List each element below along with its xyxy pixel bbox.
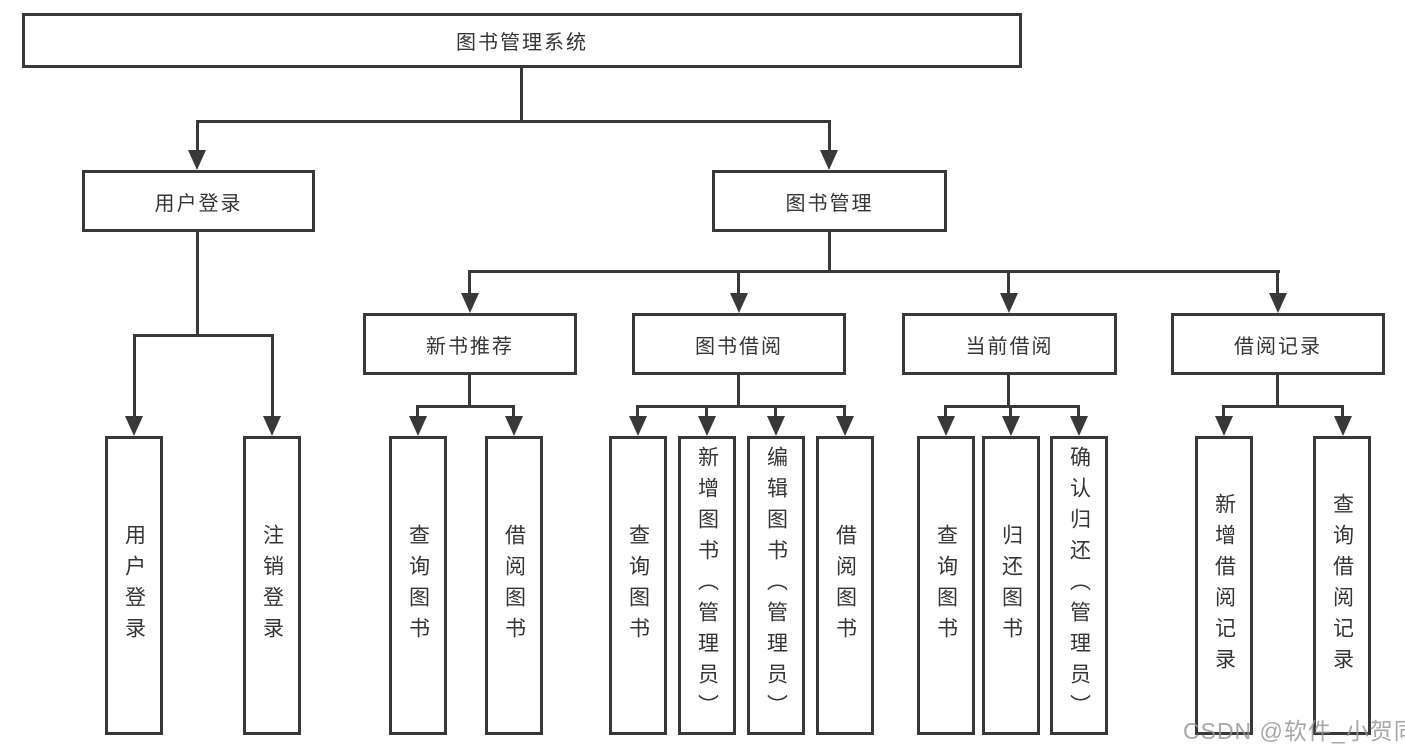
edge-book-mgmt-stem [828, 232, 831, 272]
arrowhead-newbook-borrow [505, 416, 523, 436]
edge-borrow-edit-stem [774, 405, 777, 419]
edge-book-borrow-stem [737, 375, 740, 408]
arrowhead-current-confirm [1070, 416, 1088, 436]
leaf-current-query: 查询图书 [917, 436, 975, 735]
edge-borrow-query-stem [636, 405, 639, 419]
leaf-record-add: 新增借阅记录 [1195, 436, 1253, 735]
edge-l3-bar [468, 270, 1280, 273]
arrowhead-user-login [188, 150, 206, 170]
arrowhead-current-return [1002, 416, 1020, 436]
leaf-current-confirm: 确认归还（管理员） [1050, 436, 1108, 735]
edge-user-login-bar [133, 334, 274, 337]
arrowhead-current-query [937, 416, 955, 436]
csdn-watermark: CSDN @软件_小贺同学 [1183, 718, 1405, 744]
edge-current-borrow-stem [1007, 375, 1010, 408]
node-current-borrow: 当前借阅 [902, 313, 1117, 375]
edge-record-add-stem [1222, 405, 1225, 419]
leaf-user-login: 用户登录 [105, 436, 163, 735]
leaf-logout: 注销登录 [243, 436, 301, 735]
leaf-current-return: 归还图书 [982, 436, 1040, 735]
edge-root-stem [520, 68, 523, 123]
arrowhead-borrow-query [629, 416, 647, 436]
arrowhead-book-mgmt [820, 150, 838, 170]
arrowhead-record-add [1215, 416, 1233, 436]
edge-current-borrow-bar [944, 405, 1080, 408]
edge-book-borrow-drop [737, 270, 740, 298]
node-book-borrow: 图书借阅 [632, 313, 846, 375]
node-borrow-record: 借阅记录 [1171, 313, 1385, 375]
edge-borrow-borrow-stem [843, 405, 846, 419]
node-new-book: 新书推荐 [363, 313, 577, 375]
arrowhead-new-book [461, 293, 479, 313]
edge-newbook-borrow-stem [512, 405, 515, 419]
edge-logout-stem [271, 334, 274, 420]
arrowhead-logout [263, 416, 281, 436]
leaf-borrow-add: 新增图书（管理员） [678, 436, 736, 735]
edge-l2-right-stem [828, 120, 831, 154]
arrowhead-newbook-query [409, 416, 427, 436]
edge-user-login-stem [196, 232, 199, 337]
leaf-borrow-query: 查询图书 [609, 436, 667, 735]
edge-borrow-add-stem [705, 405, 708, 419]
edge-l2-bar [196, 120, 831, 123]
edge-new-book-bar [416, 405, 515, 408]
edge-borrow-record-drop [1276, 270, 1279, 298]
arrowhead-borrow-record [1269, 293, 1287, 313]
arrowhead-book-borrow [730, 293, 748, 313]
arrowhead-borrow-add [698, 416, 716, 436]
edge-new-book-stem [468, 375, 471, 408]
edge-current-borrow-drop [1007, 270, 1010, 298]
edge-current-confirm-stem [1077, 405, 1080, 419]
arrowhead-borrow-edit [767, 416, 785, 436]
node-root: 图书管理系统 [22, 13, 1022, 68]
edge-current-query-stem [944, 405, 947, 419]
edge-newbook-query-stem [416, 405, 419, 419]
arrowhead-borrow-borrow [836, 416, 854, 436]
leaf-newbook-query: 查询图书 [389, 436, 447, 735]
leaf-newbook-borrow: 借阅图书 [485, 436, 543, 735]
edge-new-book-drop [468, 270, 471, 298]
edge-l2-left-stem [196, 120, 199, 154]
arrowhead-current-borrow [1000, 293, 1018, 313]
leaf-borrow-borrow: 借阅图书 [816, 436, 874, 735]
leaf-borrow-edit: 编辑图书（管理员） [747, 436, 805, 735]
edge-borrow-record-stem [1276, 375, 1279, 408]
node-user-login: 用户登录 [82, 170, 315, 232]
edge-book-borrow-bar [636, 405, 846, 408]
arrowhead-user-login-leaf [125, 416, 143, 436]
edge-record-query-stem [1341, 405, 1344, 419]
edge-borrow-record-bar [1222, 405, 1344, 408]
leaf-record-query: 查询借阅记录 [1313, 436, 1371, 735]
node-book-mgmt: 图书管理 [712, 170, 947, 232]
edge-user-login-leaf-stem [133, 334, 136, 420]
edge-current-return-stem [1009, 405, 1012, 419]
arrowhead-record-query [1334, 416, 1352, 436]
